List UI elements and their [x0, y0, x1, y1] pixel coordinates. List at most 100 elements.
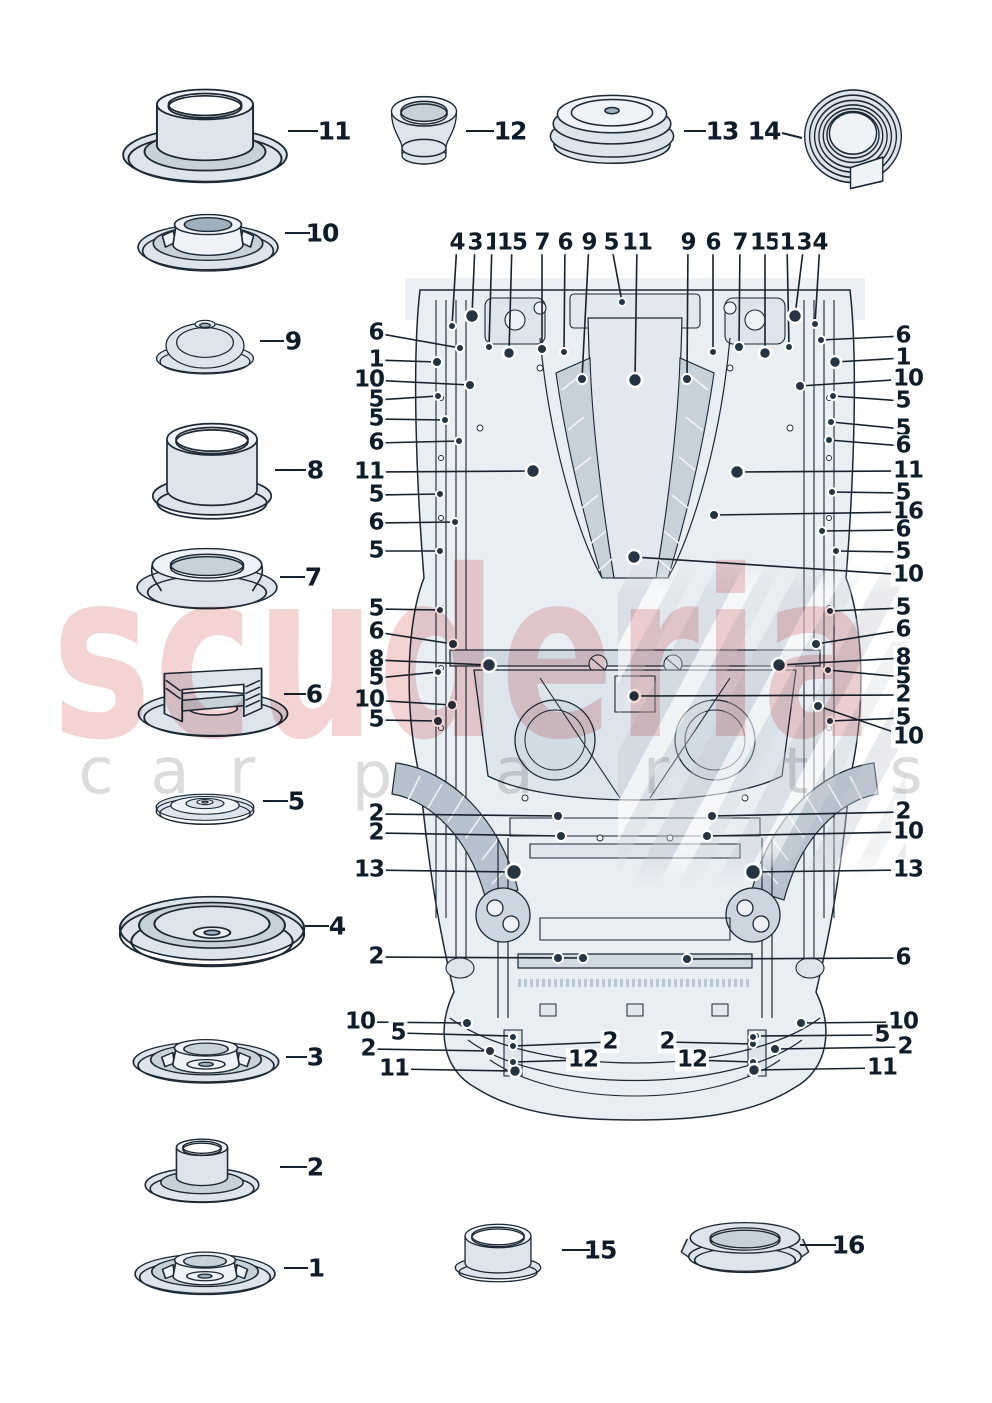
- callout-dot: [508, 1057, 518, 1067]
- leader-line: [512, 1041, 611, 1047]
- callout-label-12: 12: [565, 1046, 601, 1073]
- leader-line: [781, 132, 803, 139]
- part-illustration-13: [542, 78, 682, 186]
- callout-dot: [827, 354, 843, 370]
- part-illustration-8: [137, 411, 287, 533]
- callout-label-9: 9: [579, 229, 599, 256]
- leader-line: [831, 491, 904, 494]
- callout-label-11: 11: [890, 457, 926, 484]
- callout-label-6: 6: [366, 429, 386, 456]
- callout-label-2: 2: [893, 681, 913, 708]
- part-number-8: 8: [306, 455, 324, 485]
- callout-dot: [708, 347, 718, 357]
- leader-line: [375, 440, 460, 444]
- callout-dot: [746, 1062, 762, 1078]
- leader-line: [713, 511, 909, 516]
- leader-line: [375, 359, 438, 363]
- callout-dot: [524, 462, 542, 480]
- leader-line: [368, 869, 515, 873]
- callout-label-15: 15: [494, 229, 530, 256]
- leader-line: [359, 1021, 468, 1024]
- callout-dot: [454, 436, 464, 446]
- leader-line: [814, 242, 821, 325]
- callout-label-3: 3: [794, 229, 814, 256]
- leader-line: [633, 556, 909, 576]
- part-number-7: 7: [304, 562, 322, 592]
- callout-label-3: 3: [465, 229, 485, 256]
- leader-line: [375, 493, 441, 496]
- callout-dot: [784, 342, 794, 352]
- leader-line: [368, 470, 534, 473]
- leader-line: [451, 242, 458, 327]
- part-illustration-2: [131, 1121, 273, 1219]
- callout-dot: [757, 345, 773, 361]
- leader-line: [563, 242, 566, 353]
- leader-line: [753, 1067, 883, 1071]
- leader-line: [711, 811, 904, 817]
- callout-dot: [576, 373, 588, 385]
- callout-dot: [484, 1045, 496, 1057]
- callout-dot: [681, 953, 693, 965]
- leader-line: [815, 629, 904, 645]
- callout-label-5: 5: [366, 706, 386, 733]
- part-illustration-3: [127, 1015, 285, 1107]
- callout-label-13: 13: [351, 856, 387, 883]
- callout-dot: [480, 656, 498, 674]
- callout-label-6: 6: [366, 319, 386, 346]
- callout-dot: [435, 489, 445, 499]
- callout-dot: [823, 665, 833, 675]
- callout-dot: [463, 307, 481, 325]
- callout-dot: [817, 526, 827, 536]
- callout-dot: [810, 638, 822, 650]
- callout-dot: [770, 656, 788, 674]
- leader-line: [375, 659, 490, 666]
- callout-dot: [552, 952, 564, 964]
- leader-line: [634, 242, 638, 381]
- callout-label-5: 5: [366, 386, 386, 413]
- callout-label-4: 4: [810, 229, 830, 256]
- callout-dot: [769, 1043, 781, 1055]
- callout-dot: [504, 862, 524, 882]
- callout-label-7: 7: [730, 229, 750, 256]
- part-number-5: 5: [287, 786, 305, 816]
- leader-line: [397, 1032, 514, 1037]
- leader-line: [738, 242, 741, 348]
- callout-dot: [507, 1063, 523, 1079]
- callout-dot: [825, 716, 835, 726]
- callout-label-5: 5: [893, 479, 913, 506]
- callout-label-2: 2: [657, 1028, 677, 1055]
- leader-line: [774, 1046, 906, 1050]
- callout-dot: [701, 830, 713, 842]
- leader-line: [736, 470, 909, 473]
- callout-dot: [748, 1032, 758, 1042]
- part-number-1: 1: [307, 1253, 325, 1283]
- callout-label-5: 5: [366, 664, 386, 691]
- part-number-4: 4: [328, 911, 346, 941]
- leader-line: [706, 831, 909, 837]
- part-illustration-5: [144, 769, 266, 843]
- leader-line: [821, 529, 904, 532]
- leader-line: [375, 671, 439, 679]
- callout-label-1: 1: [777, 229, 797, 256]
- callout-label-5: 5: [366, 595, 386, 622]
- callout-dot: [728, 463, 746, 481]
- leader-line: [375, 719, 439, 722]
- callout-label-6: 6: [893, 944, 913, 971]
- part-illustration-10: [132, 192, 284, 290]
- callout-dot: [625, 548, 643, 566]
- part-number-13: 13: [705, 116, 740, 146]
- callout-label-2: 2: [895, 1033, 915, 1060]
- leader-line: [827, 669, 904, 678]
- callout-label-5: 5: [366, 537, 386, 564]
- callout-label-13: 13: [890, 856, 926, 883]
- callout-label-6: 6: [555, 229, 575, 256]
- part-number-11: 11: [317, 116, 352, 146]
- callout-dot: [816, 335, 826, 345]
- leader-line: [786, 242, 790, 348]
- callout-label-2: 2: [366, 943, 386, 970]
- callout-label-9: 9: [678, 229, 698, 256]
- callout-dot: [431, 356, 443, 368]
- callout-dot: [433, 667, 443, 677]
- callout-label-11: 11: [351, 458, 387, 485]
